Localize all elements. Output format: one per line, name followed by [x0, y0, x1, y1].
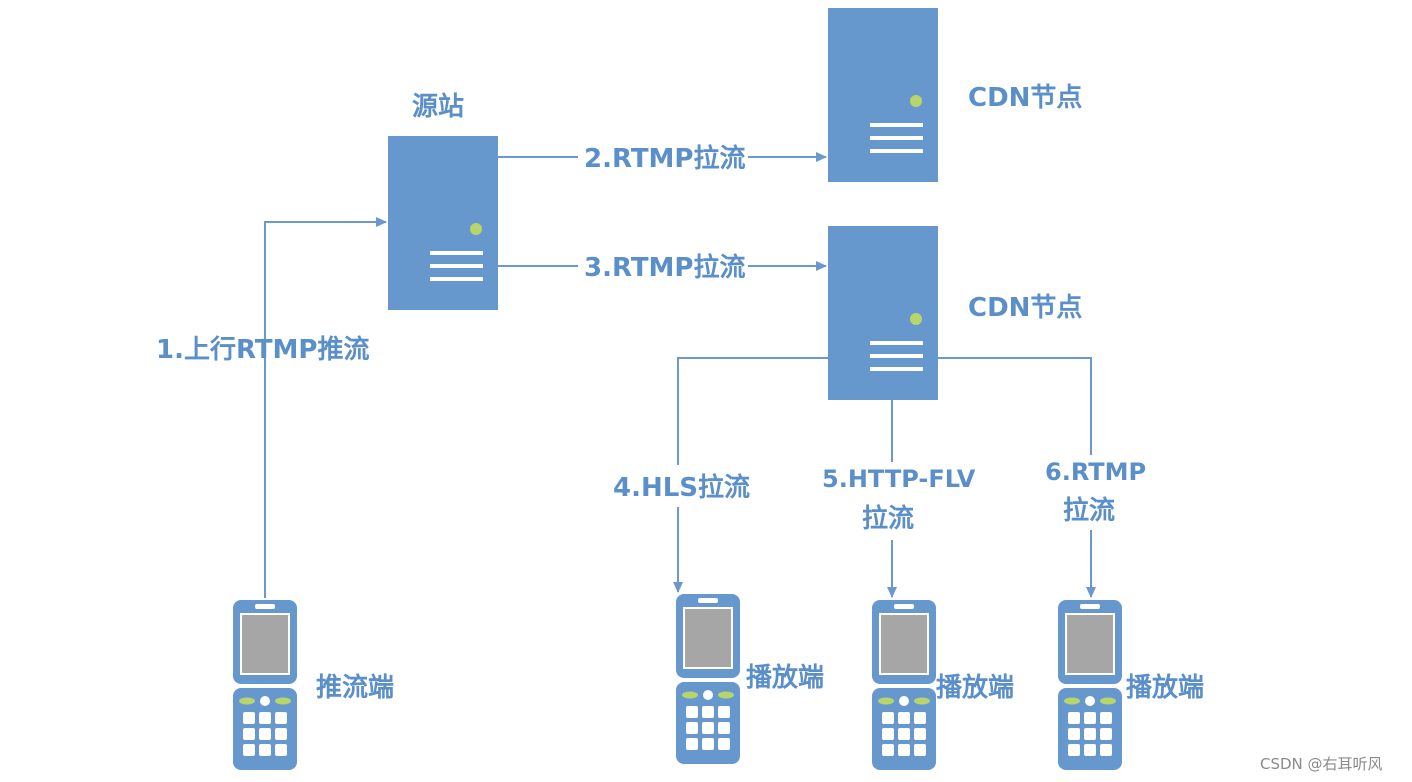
player-rtmp-label: 播放端 [1126, 672, 1204, 703]
origin-label: 源站 [412, 92, 464, 122]
player-hls-phone-icon [675, 593, 741, 765]
cdn-top-server-icon [826, 6, 940, 184]
cdn-bottom-server-icon [826, 224, 940, 402]
edge-hls [677, 357, 828, 465]
player-flv-label: 播放端 [936, 672, 1014, 703]
watermark: CSDN @右耳听风 [1260, 755, 1383, 773]
edge-pull2-label: 2.RTMP拉流 [584, 143, 746, 174]
publisher-phone-icon [232, 599, 298, 771]
origin-server-icon [386, 134, 500, 312]
edge-pull3-label: 3.RTMP拉流 [584, 252, 746, 283]
edge-push-label: 1.上行RTMP推流 [156, 334, 370, 365]
publisher-label: 推流端 [316, 673, 394, 703]
cdn-top-label: CDN节点 [968, 82, 1082, 113]
cdn-bottom-label: CDN节点 [968, 292, 1082, 323]
edge-flv-label-line2: 拉流 [862, 503, 914, 534]
edge-rtmp-label-line2: 拉流 [1063, 495, 1115, 526]
edge-push [264, 217, 387, 598]
player-hls-label: 播放端 [746, 662, 824, 693]
player-rtmp-phone-icon [1057, 599, 1123, 771]
player-flv-phone-icon [871, 599, 937, 771]
edge-rtmp [938, 357, 1092, 455]
edge-flv-label-line1: 5.HTTP-FLV [822, 465, 976, 493]
edge-hls-label: 4.HLS拉流 [613, 472, 750, 503]
edge-rtmp-label-line1: 6.RTMP [1045, 458, 1146, 486]
